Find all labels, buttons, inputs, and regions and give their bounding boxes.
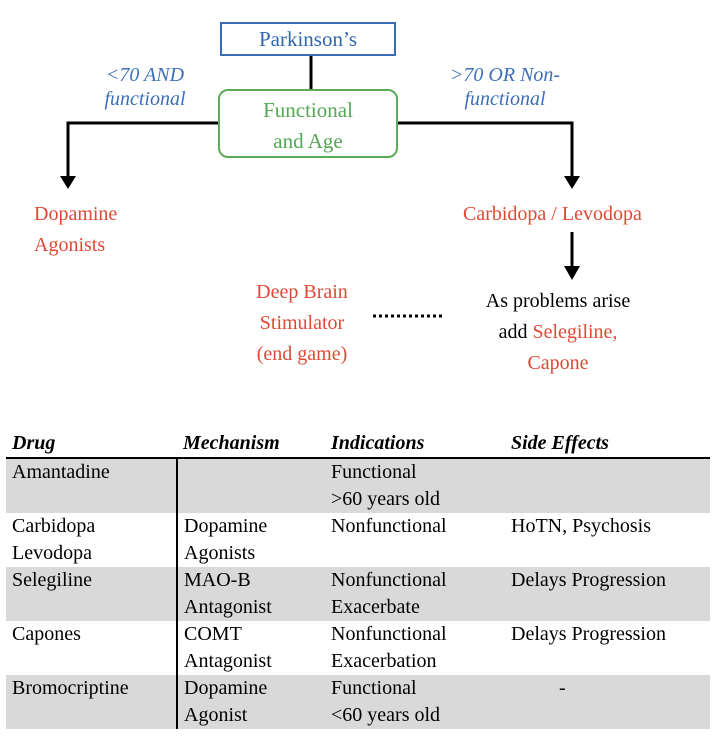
selegiline-text: Selegiline, (532, 321, 618, 343)
cell-side-effects: HoTN, Psychosis (511, 515, 652, 537)
left-arrowhead (60, 176, 76, 189)
dopamine-agonists-outcome: Dopamine Agonists (34, 203, 118, 256)
cell-drug: Bromocriptine (6, 675, 178, 729)
table-row: Capones COMT Antagonist Nonfunctional Ex… (6, 621, 710, 675)
deep-brain-stimulator-node: Deep Brain Stimulator (end game) (256, 281, 348, 365)
add-on-therapy-node: As problems arise add Selegiline, Capone (458, 286, 658, 379)
cell-indications: Functional <60 years old (325, 675, 505, 729)
left-condition-label: <70 AND functional (104, 64, 186, 110)
cell-mechanism: COMT Antagonist (184, 623, 272, 672)
cell-drug: Selegiline (6, 567, 178, 621)
cell-side-effects (505, 458, 710, 513)
cell-drug: Carbidopa Levodopa (6, 513, 178, 567)
cell-mechanism: Dopamine Agonist (177, 675, 325, 729)
table-row: Amantadine Functional >60 years old (6, 458, 710, 513)
cell-indications: Functional >60 years old (325, 458, 505, 513)
table-header-row: Drug Mechanism Indications Side Effects (6, 430, 710, 459)
right-arrowhead (564, 176, 580, 189)
header-drug: Drug (6, 430, 177, 459)
cell-side-effects: Delays Progression (511, 623, 666, 645)
functional-age-decision-box: Functional and Age (218, 89, 398, 158)
drug-table: Drug Mechanism Indications Side Effects … (6, 430, 710, 729)
left-branch-arrow (66, 121, 218, 178)
cell-indications: Nonfunctional Exacerbate (325, 567, 505, 621)
parkinsons-box: Parkinson’s (220, 22, 396, 56)
carbidopa-levodopa-outcome: Carbidopa / Levodopa (463, 203, 642, 225)
capone-text: Capone (527, 352, 589, 374)
cell-mechanism: MAO-B Antagonist (177, 567, 325, 621)
as-problems-arise-text: As problems arise (485, 290, 631, 312)
right-branch-arrow (398, 121, 574, 178)
cell-mechanism: Dopamine Agonists (184, 515, 268, 564)
table-row: Carbidopa Levodopa Dopamine Agonists Non… (6, 513, 710, 567)
cell-mechanism (177, 458, 325, 513)
add-drugs-line: add Selegiline, (458, 317, 658, 348)
flowchart-connectors (60, 56, 580, 318)
cell-indications: Nonfunctional (331, 515, 447, 537)
table-row: Bromocriptine Dopamine Agonist Functiona… (6, 675, 710, 729)
cell-side-effects: - (505, 675, 710, 729)
header-indications: Indications (325, 430, 505, 459)
header-mechanism: Mechanism (177, 430, 325, 459)
add-word: add (498, 321, 533, 343)
cell-side-effects: Delays Progression (505, 567, 710, 621)
cell-drug: Capones (6, 621, 178, 675)
header-side-effects: Side Effects (505, 430, 710, 459)
right-condition-label: >70 OR Non- functional (449, 64, 561, 110)
cell-drug: Amantadine (6, 458, 178, 513)
levodopa-arrowhead (564, 266, 580, 280)
cell-indications: Nonfunctional Exacerbation (331, 623, 447, 672)
table-row: Selegiline MAO-B Antagonist Nonfunctiona… (6, 567, 710, 621)
